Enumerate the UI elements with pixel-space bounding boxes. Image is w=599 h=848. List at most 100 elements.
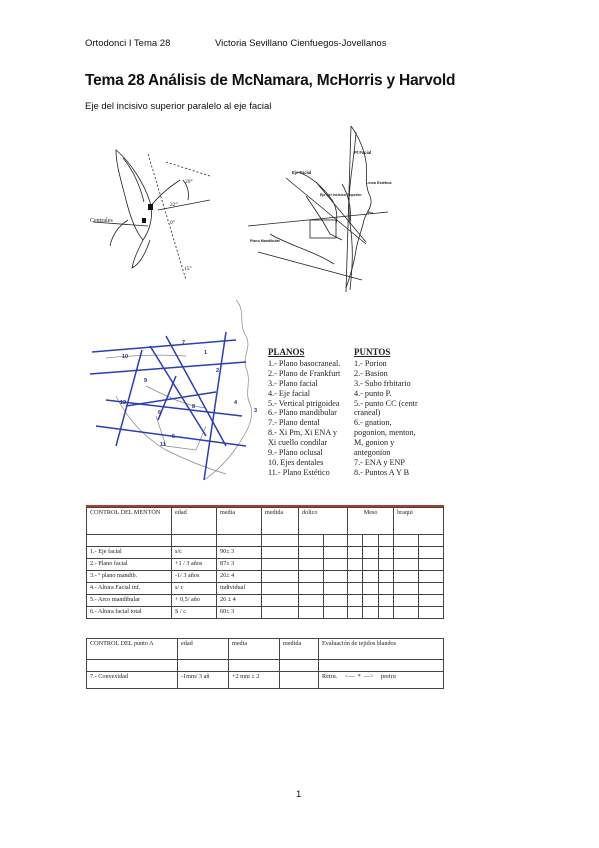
figure3-number-9: 9 — [144, 378, 147, 384]
planos-item: 9.- Plano oclusal — [268, 448, 323, 458]
table-spacer-row — [86, 534, 444, 547]
figure2-label-pt-facial: Pt Facial — [354, 150, 371, 155]
table-header-cell: Meso — [347, 507, 395, 535]
table-header-cell: Evaluación de tejidos blandos — [318, 638, 444, 660]
planos-item: 2.- Plano de Frankfurt — [268, 368, 341, 378]
incisor-angle-figure: Centrales 20° 22° 0° 15° — [90, 149, 211, 281]
table-cell: -1mm/ 3 añ — [177, 671, 229, 689]
table-cell: 90± 3 — [216, 546, 262, 559]
puntos-item: M, gonion y — [354, 438, 395, 448]
puntos-item: 2.- Basion — [354, 368, 388, 378]
table-cell: +2 mm ± 2 — [228, 671, 280, 689]
planos-item: 7.- Plano dental — [268, 418, 320, 428]
table-header-cell: media — [228, 638, 280, 660]
puntos-item: 8.- Puntos A Y B — [354, 467, 410, 477]
table-cell: -1/ 3 años — [171, 570, 217, 583]
table-header-cell: CONTROL DEL punto A — [86, 638, 178, 660]
table-header-cell: medida — [261, 507, 299, 535]
pretru-label: pretru — [381, 673, 396, 680]
figure2-label-plano-mandibular: Plano Mandibular — [250, 239, 281, 243]
table-header-cell: edad — [171, 507, 217, 535]
table-spacer-row — [86, 659, 444, 672]
puntos-item: 5.- punto CC (centr — [354, 398, 418, 408]
table-row: 7.- Convexidad -1mm/ 3 añ +2 mm ± 2 Retr… — [86, 671, 444, 689]
table-row: 2.- Plano facial +1 / 3 años 87± 3 — [86, 558, 444, 571]
figure2-label-eje-facial: Eje Facial — [292, 170, 311, 175]
table-header-row: CONTROL DEL punto A edad media medida Ev… — [86, 638, 444, 660]
planos-item: 8.- Xi Pm, Xi ENA y — [268, 428, 337, 438]
cephalometric-tracing-figure: Pt Facial Eje Facial Línea Estética Eje … — [247, 125, 392, 293]
page-subtitle: Eje del incisivo superior paralelo al ej… — [85, 101, 272, 112]
planos-item: Xi cuello condilar — [268, 438, 328, 448]
puntos-item: craneal) — [354, 408, 381, 418]
page-header: Ortodonci I Tema 28 Victoria Sevillano C… — [85, 38, 428, 49]
planos-legend: PLANOS 1.- Plano basocraneal. 2.- Plano … — [268, 347, 358, 478]
planos-heading: PLANOS — [268, 347, 305, 357]
point-a-control-table: CONTROL DEL punto A edad media medida Ev… — [86, 638, 444, 689]
page-title: Tema 28 Análisis de McNamara, McHorris y… — [85, 72, 456, 89]
table-header-row: CONTROL DEL MENTÓN edad media medida dol… — [86, 507, 444, 535]
table-cell: 4.- Altura Facial inf. — [86, 582, 172, 595]
table-cell: individual — [216, 582, 262, 595]
planos-item: 6.- Plano mandibular — [268, 408, 337, 418]
planos-item: 4.- Eje facial — [268, 388, 311, 398]
table-cell: 1.- Eje facial — [86, 546, 172, 559]
table-header-cell: edad — [177, 638, 229, 660]
figure3-number-11: 11 — [160, 442, 166, 448]
table-cell: 5.- Arco mandibular — [86, 594, 172, 607]
retru-label: Retru. — [322, 673, 338, 680]
table-header-cell: media — [216, 507, 262, 535]
planos-item: 10. Ejes dentales — [268, 457, 324, 467]
figure2-label-linea-estetica: Línea Estética — [366, 181, 392, 185]
figure3-number-10: 10 — [122, 354, 128, 360]
table-cell: 26 ± 4 — [216, 594, 262, 607]
puntos-heading: PUNTOS — [354, 347, 391, 357]
table-cell: 2.- Plano facial — [86, 558, 172, 571]
header-course: Ortodonci I Tema 28 — [85, 38, 171, 49]
puntos-item: pogonion, menton, — [354, 428, 416, 438]
table-row: 3.- º plano mandib. -1/ 3 años 26± 4 — [86, 570, 444, 583]
header-author: Victoria Sevillano Cienfuegos-Jovellanos — [215, 38, 387, 49]
table-cell: s/c — [171, 546, 217, 559]
planos-item: 3.- Plano facial — [268, 378, 318, 388]
figure3-number-5: 5 — [172, 434, 175, 440]
table-cell: 26± 4 — [216, 570, 262, 583]
table-cell: +1 / 3 años — [171, 558, 217, 571]
puntos-item: 7.- ENA y ENP — [354, 457, 405, 467]
figure3-number-1: 1 — [204, 350, 207, 356]
planos-item: 1.- Plano basocraneal. — [268, 358, 341, 368]
table-cell — [279, 671, 319, 689]
planos-item: 5.- Vertical ptrigoidea — [268, 398, 340, 408]
figure3-number-2: 2 — [216, 368, 219, 374]
chin-control-table: CONTROL DEL MENTÓN edad media medida dol… — [86, 507, 444, 619]
table-header-cell: medida — [279, 638, 319, 660]
puntos-item: antegonion — [354, 448, 391, 458]
table-cell-evaluation: Retru. <— * —> pretru — [318, 671, 444, 689]
figure3-number-7: 7 — [182, 340, 185, 346]
figure3-number-6: 6 — [158, 410, 161, 416]
puntos-legend: PUNTOS 1.- Porion 2.- Basion 3.- Subo fr… — [354, 347, 444, 478]
figure2-label-eje-incisivo: Eje del Incisivo Superior — [320, 193, 362, 197]
table-cell: S / c — [171, 606, 217, 619]
figure3-number-3: 3 — [254, 408, 257, 414]
figure1-angle-2: 22° — [170, 201, 178, 208]
figure1-angle-4: 15° — [184, 265, 192, 272]
figure1-label-centrales: Centrales — [90, 218, 113, 224]
figure2-label-po: Po — [368, 210, 374, 215]
table-cell: 3.- º plano mandib. — [86, 570, 172, 583]
page-number: 1 — [296, 789, 302, 800]
table-header-cell: dolico — [297, 507, 349, 535]
puntos-item: 6.- gnation, — [354, 418, 392, 428]
table-cell: s/ c — [171, 582, 217, 595]
table-cell: 60± 3 — [216, 606, 262, 619]
planos-item: 11.- Plano Estético — [268, 467, 330, 477]
planes-skull-figure: 10 7 1 2 12 9 3 4 6 5 8 11 — [89, 299, 257, 481]
figure3-number-8: 8 — [192, 404, 195, 410]
figure1-angle-1: 20° — [185, 178, 193, 185]
figure3-number-4: 4 — [234, 400, 238, 406]
table-row: 6.- Altura facial total S / c 60± 3 — [86, 606, 444, 619]
figure3-number-12: 12 — [120, 400, 126, 406]
puntos-item: 1.- Porion — [354, 358, 387, 368]
table-cell: 7.- Convexidad — [86, 671, 178, 689]
table-cell: 87± 3 — [216, 558, 262, 571]
